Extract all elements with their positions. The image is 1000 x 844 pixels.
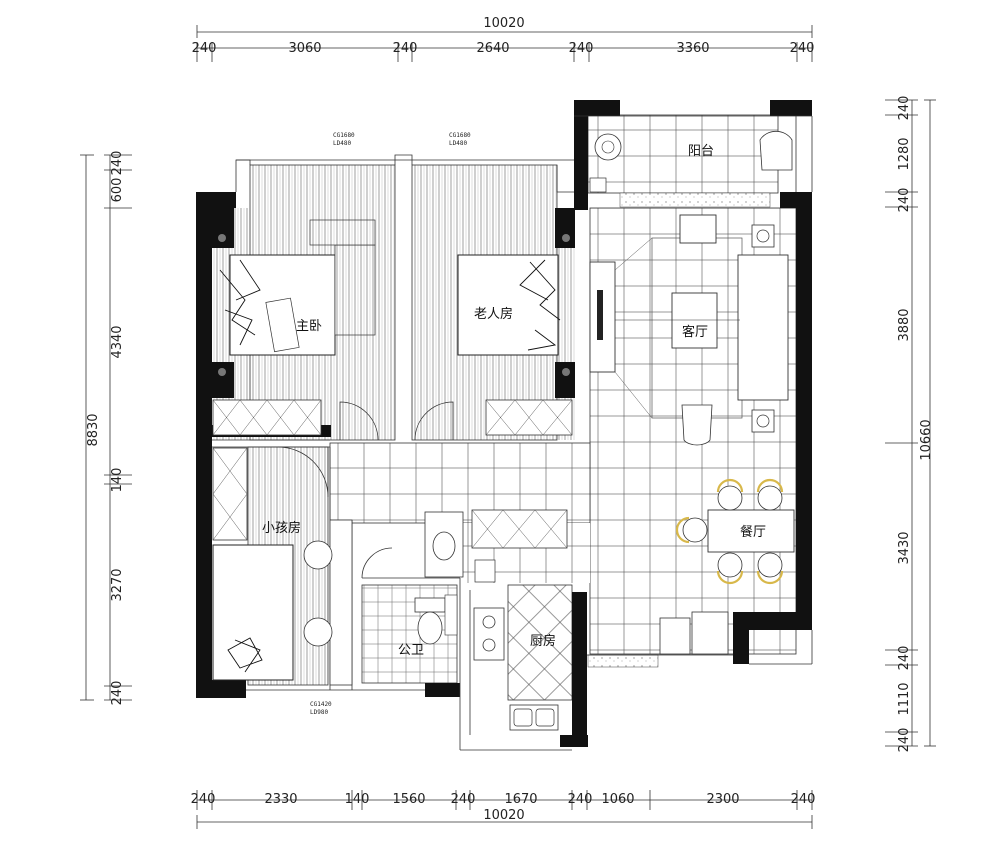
bottom-dim-10: 240 — [791, 792, 816, 807]
room-label-child: 小孩房 — [262, 520, 301, 536]
left-dim-3: 4340 — [110, 325, 125, 358]
room-label-kitchen: 厨房 — [530, 633, 556, 649]
room-label-living: 客厅 — [682, 324, 708, 340]
right-dim-4: 3880 — [897, 308, 912, 341]
bottom-dim-4: 1560 — [392, 792, 425, 807]
window-tag-master-b: LD480 — [333, 140, 351, 147]
window-tag-elder-b: LD480 — [449, 140, 467, 147]
room-label-dining: 餐厅 — [740, 524, 766, 540]
bottom-dim-7: 240 — [568, 792, 593, 807]
right-dim-5: 3430 — [897, 531, 912, 564]
room-label-elder: 老人房 — [474, 306, 513, 322]
top-dim-5: 240 — [569, 41, 594, 56]
bottom-dim-2: 2330 — [264, 792, 297, 807]
right-dim-8: 240 — [897, 728, 912, 753]
window-tag-elder-a: CG1680 — [449, 132, 471, 139]
right-dimensions: 240 1280 240 3880 3430 240 1110 240 1066… — [885, 96, 936, 753]
wardrobes — [212, 399, 573, 549]
right-dim-7: 1110 — [897, 682, 912, 715]
doors — [277, 401, 454, 579]
bottom-dim-6: 1670 — [504, 792, 537, 807]
window-tag-child-b: LD980 — [310, 709, 328, 716]
right-dim-1: 240 — [897, 96, 912, 121]
top-dim-3: 240 — [393, 41, 418, 56]
bottom-dim-3: 140 — [345, 792, 370, 807]
room-label-master: 主卧 — [296, 319, 322, 334]
top-dim-1: 240 — [192, 41, 217, 56]
bottom-dim-8: 1060 — [601, 792, 634, 807]
left-total: 8830 — [86, 413, 101, 446]
right-total: 10660 — [919, 419, 934, 460]
outline-walls — [212, 115, 813, 751]
room-label-bath: 公卫 — [398, 643, 424, 658]
left-dim-2: 600 — [110, 178, 125, 203]
dining-furniture — [675, 478, 795, 585]
window-tag-child-a: CG1420 — [310, 701, 332, 708]
window-tag-master-a: CG1680 — [333, 132, 355, 139]
left-dim-5: 3270 — [110, 568, 125, 601]
window-tags: CG1680 LD480 CG1680 LD480 CG1420 LD980 — [310, 132, 471, 716]
top-dim-2: 3060 — [288, 41, 321, 56]
left-dimensions: 8830 240 600 4340 140 3270 240 — [80, 151, 132, 706]
right-dim-2: 1280 — [897, 137, 912, 170]
room-labels: 主卧 老人房 客厅 阳台 小孩房 公卫 厨房 餐厅 — [262, 144, 766, 658]
left-dim-1: 240 — [110, 151, 125, 176]
top-dimensions: 10020 240 3060 240 2640 240 3360 240 — [192, 16, 815, 62]
left-dim-4: 140 — [110, 468, 125, 493]
column-markers — [218, 234, 570, 376]
left-dim-6: 240 — [110, 681, 125, 706]
kitchen-fixtures — [473, 559, 729, 731]
bottom-dim-1: 240 — [191, 792, 216, 807]
bottom-dim-5: 240 — [451, 792, 476, 807]
top-dim-4: 2640 — [476, 41, 509, 56]
bottom-total: 10020 — [483, 808, 524, 823]
right-dim-6: 240 — [897, 646, 912, 671]
beds — [212, 219, 561, 681]
living-room-furniture — [589, 214, 789, 446]
bathroom-fixtures — [414, 511, 464, 645]
room-label-balcony: 阳台 — [688, 144, 714, 159]
top-total: 10020 — [483, 16, 524, 31]
top-dim-7: 240 — [790, 41, 815, 56]
right-dim-3: 240 — [897, 188, 912, 213]
top-dim-6: 3360 — [676, 41, 709, 56]
bottom-dim-9: 2300 — [706, 792, 739, 807]
bottom-dimensions: 240 2330 140 1560 240 1670 240 1060 2300… — [191, 790, 816, 829]
child-room-desk — [303, 519, 353, 686]
balcony-fixtures — [589, 130, 793, 193]
